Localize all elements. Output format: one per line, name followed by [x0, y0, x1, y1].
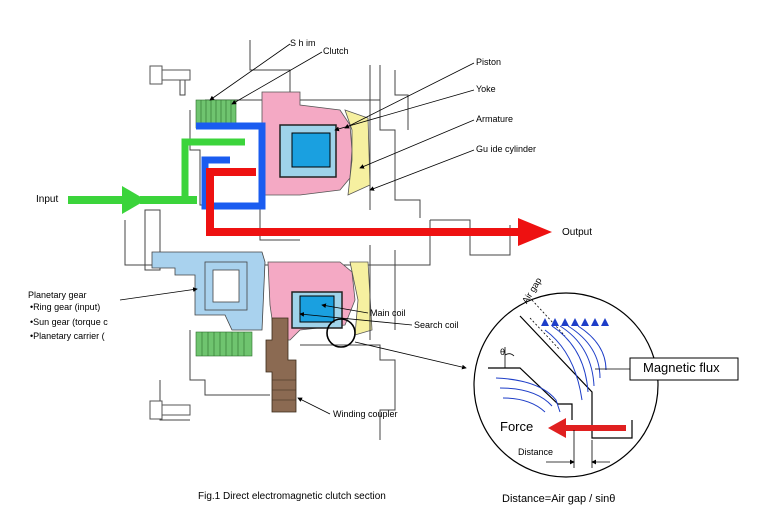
shim-label: S h im — [290, 38, 316, 48]
clutch-label: Clutch — [323, 46, 349, 56]
force-label: Force — [500, 419, 534, 434]
output-label: Output — [562, 227, 593, 238]
output-flow-path — [206, 168, 520, 236]
search-coil-label: Search coil — [414, 320, 459, 330]
clutch-plates-lower — [195, 331, 253, 357]
output-arrowhead — [518, 218, 552, 246]
armature-label: Armature — [476, 114, 514, 124]
mounting-bolt-lower — [149, 400, 191, 420]
main-coil-label: Main coil — [370, 308, 406, 318]
mounting-bolt-upper — [149, 65, 191, 85]
search-coil-circle — [326, 318, 356, 348]
planetary-inner — [212, 269, 240, 303]
sun-gear-label: •Sun gear (torque c — [30, 317, 108, 327]
magnetic-flux-label: Magnetic flux — [643, 360, 720, 375]
coil-winding-upper — [291, 132, 331, 168]
armature-lower — [349, 261, 373, 336]
coil-winding-lower — [299, 295, 335, 323]
armature-upper — [344, 109, 371, 196]
guide-cylinder-label: Gu ide cylinder — [476, 144, 537, 154]
clutch-torque-path — [196, 122, 266, 210]
distance-formula: Distance=Air gap / sinθ — [502, 493, 616, 505]
distance-label: Distance — [518, 447, 554, 457]
planetary-gear-label: Planetary gear — [28, 290, 87, 300]
ring-gear-label: •Ring gear (input) — [30, 302, 101, 312]
planetary-carrier-label: •Planetary carrier ( — [30, 331, 105, 341]
figure-caption: Fig.1 Direct electromagnetic clutch sect… — [198, 491, 386, 502]
winding-coupler-label: Winding coupler — [333, 409, 398, 419]
theta-label: θ — [500, 347, 506, 357]
input-label: Input — [36, 194, 59, 205]
flux-arrowheads — [541, 318, 609, 326]
input-arrow — [68, 186, 197, 214]
distance-dimension — [546, 430, 610, 468]
piston-label: Piston — [476, 57, 502, 67]
yoke-label: Yoke — [476, 84, 496, 94]
force-arrow — [548, 418, 626, 438]
housing-outline-lower — [159, 245, 396, 440]
leader-lines — [119, 43, 475, 415]
housing-outline-upper — [124, 40, 511, 271]
magnetic-flux-lines — [495, 325, 607, 413]
winding-coupler — [265, 317, 297, 413]
